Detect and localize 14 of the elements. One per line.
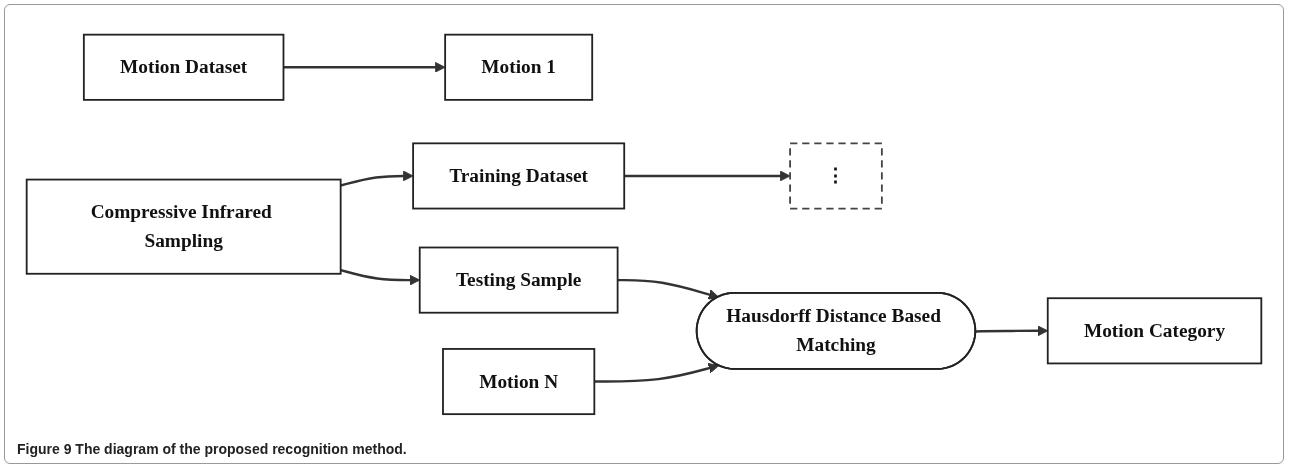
node-box: ⋮ (789, 142, 883, 210)
node-box: Compressive Infrared Sampling (25, 178, 342, 275)
node-box: Testing Sample (418, 246, 619, 314)
arrow (617, 278, 719, 300)
arrow (340, 170, 414, 187)
node-box: Training Dataset (412, 142, 626, 210)
arrow (624, 170, 791, 181)
figure-caption: Figure 9 The diagram of the proposed recognition method. (17, 441, 408, 457)
arrow (594, 362, 719, 383)
node-box: Motion N (442, 347, 596, 415)
node-box: Motion 1 (444, 33, 594, 101)
arrow (283, 61, 446, 73)
node-box: Motion Dataset (82, 33, 285, 101)
node-box: Motion Category (1046, 296, 1263, 364)
